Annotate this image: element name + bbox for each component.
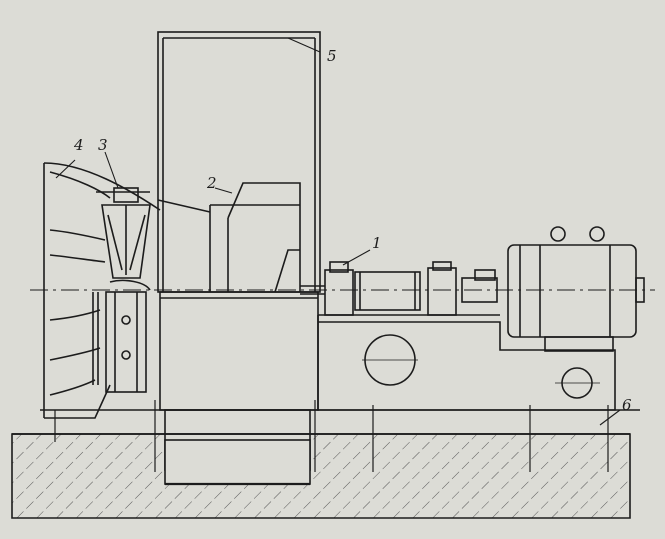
bearing-frame xyxy=(40,314,640,411)
fan-housing-lower xyxy=(159,291,319,435)
callout-3: 3 xyxy=(98,136,108,154)
volute-casing-4 xyxy=(43,162,211,419)
callout-1: 1 xyxy=(372,234,382,252)
impeller-hub-3 xyxy=(96,187,151,393)
callout-6: 6 xyxy=(622,396,632,414)
anchor-bolts xyxy=(54,400,609,472)
inlet-box-5 xyxy=(157,31,321,293)
foundation-block xyxy=(11,433,631,519)
bearing-assembly-1 xyxy=(300,261,498,316)
electric-motor xyxy=(507,226,645,352)
callout-4: 4 xyxy=(74,136,84,154)
leader-lines xyxy=(55,37,621,426)
callout-5: 5 xyxy=(327,47,337,65)
callout-2: 2 xyxy=(207,174,217,192)
guide-vane-2 xyxy=(209,182,301,293)
